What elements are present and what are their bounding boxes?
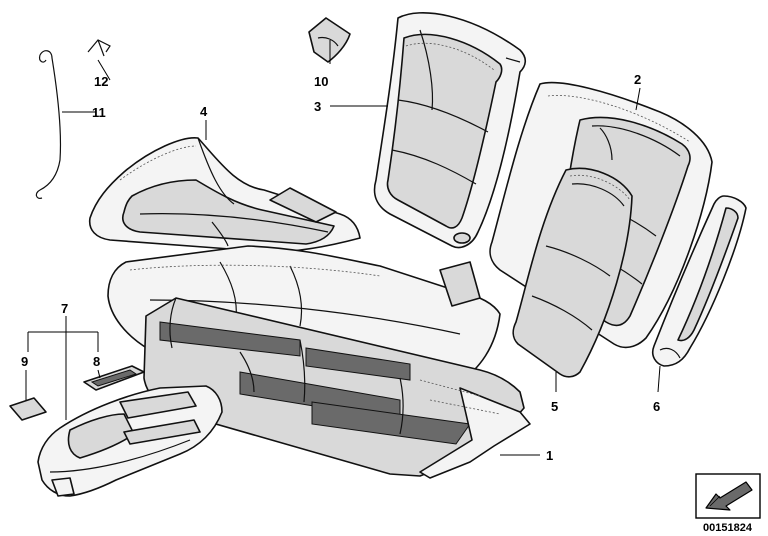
callout-5: 5: [551, 399, 558, 414]
callout-1: 1: [546, 448, 553, 463]
part-7-console: [37, 385, 223, 497]
callout-3: 3: [314, 99, 321, 114]
part-12-clip: [87, 39, 111, 57]
callouts: 1 2 3 4 5 6 7 8 9 10 11 12: [21, 72, 660, 463]
callout-6: 6: [653, 399, 660, 414]
catalog-number: 00151824: [703, 522, 753, 534]
part-5-center-backrest: [512, 167, 633, 378]
callout-12: 12: [94, 74, 108, 89]
callout-2: 2: [634, 72, 641, 87]
part-8-insert: [83, 365, 145, 391]
catalog-badge: 00151824: [695, 473, 761, 534]
callout-7: 7: [61, 301, 68, 316]
callout-4: 4: [200, 104, 208, 119]
direction-arrow-icon: [705, 481, 753, 511]
part-3-backrest-left: [373, 12, 527, 249]
part-11-spring-wire: [35, 50, 62, 199]
callout-11: 11: [92, 105, 106, 120]
callout-8: 8: [93, 354, 100, 369]
part-4-seat-cushion: [88, 137, 361, 253]
part-9-plate: [9, 397, 47, 421]
part-6-side-bolster: [651, 195, 747, 367]
callout-9: 9: [21, 354, 28, 369]
leader-lines: [25, 40, 661, 456]
part-1-seat-frame: [143, 297, 531, 479]
callout-10: 10: [314, 74, 328, 89]
